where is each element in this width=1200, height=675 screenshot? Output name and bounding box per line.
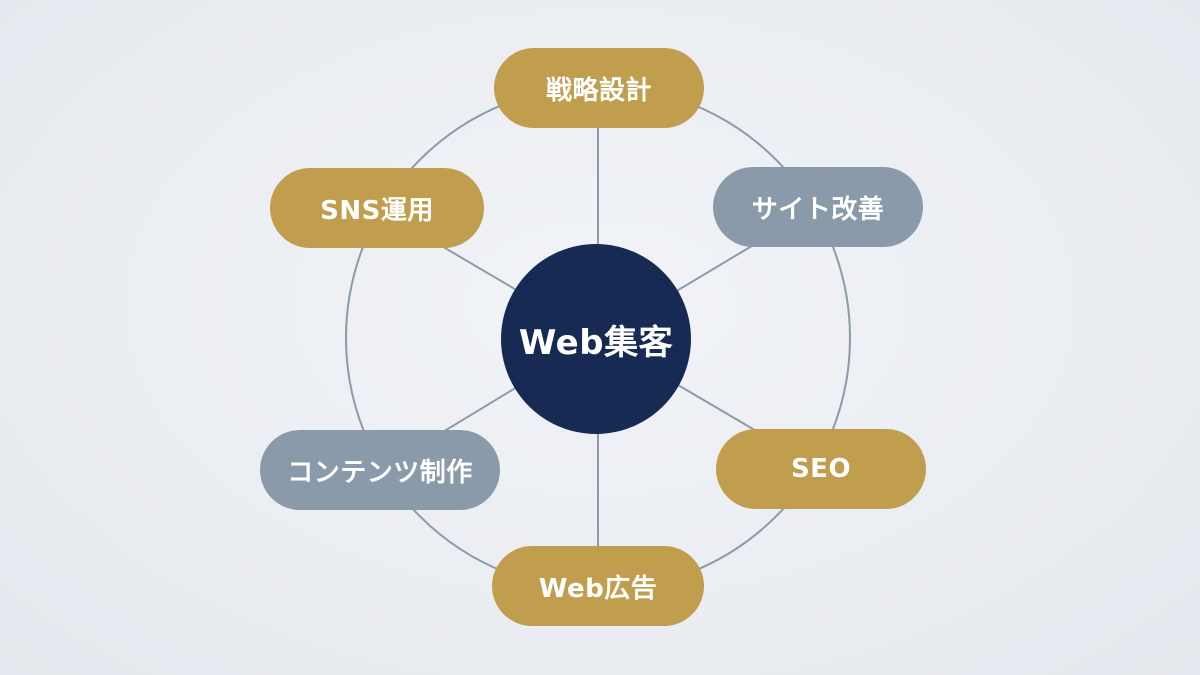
node-web-ads: Web広告 <box>492 546 704 626</box>
node-label: SNS運用 <box>320 195 434 226</box>
node-strategy-design: 戦略設計 <box>494 48 704 128</box>
node-label: 戦略設計 <box>545 75 652 106</box>
node-label: SEO <box>790 454 852 484</box>
node-label: コンテンツ制作 <box>287 457 473 488</box>
hub-web-marketing: Web集客 <box>501 244 691 434</box>
node-content-production: コンテンツ制作 <box>260 430 500 510</box>
node-label: サイト改善 <box>751 194 885 225</box>
node-seo: SEO <box>716 429 926 509</box>
node-site-improvement: サイト改善 <box>713 167 923 247</box>
hub-label: Web集客 <box>518 322 674 363</box>
node-sns-operation: SNS運用 <box>270 168 484 248</box>
node-label: Web広告 <box>538 573 658 604</box>
